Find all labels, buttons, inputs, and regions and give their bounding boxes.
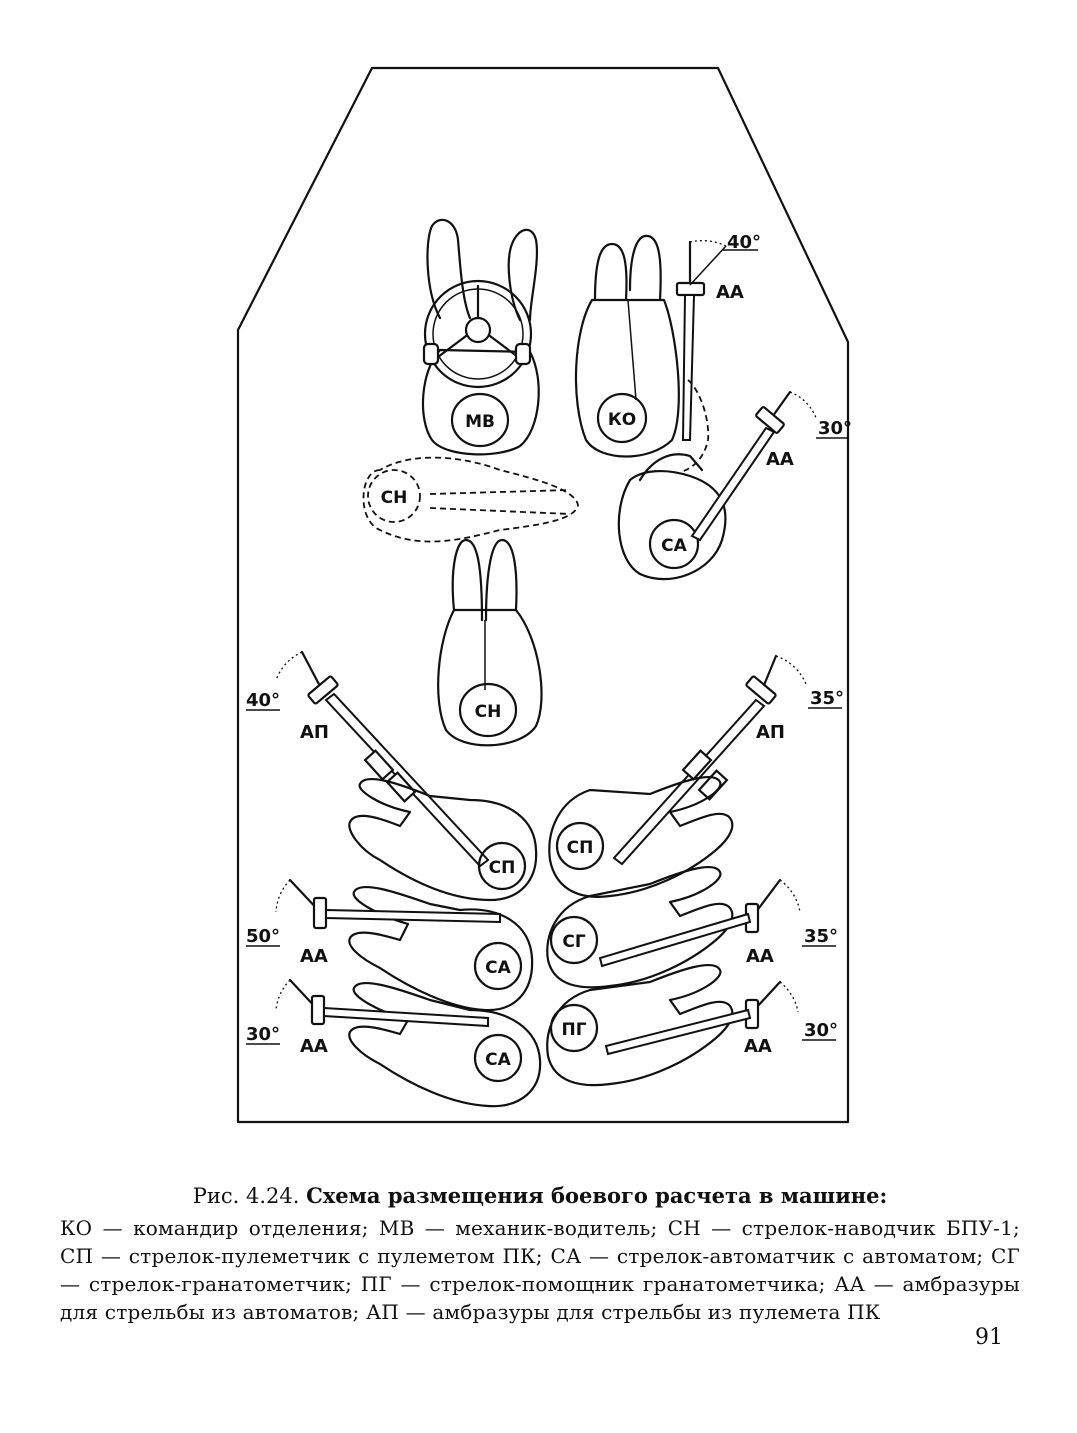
seat-label-sg-right: СГ	[562, 932, 585, 952]
embrasure-label-left-rear: АА	[300, 1036, 328, 1057]
embrasure-right-mid	[598, 878, 836, 968]
embrasure-label-left-mid: АА	[300, 946, 328, 967]
embrasure-label-right-mid: АА	[746, 946, 774, 967]
seat-commander	[574, 234, 680, 458]
angle-left-mid: 50°	[246, 926, 280, 947]
page-number: 91	[975, 1325, 1003, 1350]
figure-caption: Рис. 4.24. Схема размещения боевого расч…	[60, 1183, 1020, 1326]
angle-ap-left: 40°	[246, 690, 280, 711]
embrasure-label-ap-left: АП	[300, 722, 329, 743]
seat-label-sp-left: СП	[489, 858, 516, 878]
seat-label-sa-left-mid: СА	[485, 958, 511, 978]
sa-left-mid-helmet	[473, 941, 523, 991]
seat-rifleman-left-mid	[348, 885, 534, 1012]
seat-mg-right	[548, 775, 734, 898]
seat-label-sn-rear: СН	[475, 702, 502, 722]
angle-right-rear: 30°	[804, 1020, 838, 1041]
seat-label-pg-right: ПГ	[561, 1020, 586, 1040]
seat-mg-left	[348, 777, 538, 902]
seat-grenadier-assistant-right	[546, 963, 734, 1087]
embrasure-left-mid	[246, 878, 501, 947]
caption-title: Рис. 4.24. Схема размещения боевого расч…	[60, 1183, 1020, 1208]
seat-label-ko: КО	[608, 410, 636, 430]
caption-heading: Схема размещения боевого расчета в машин…	[306, 1183, 888, 1208]
embrasure-label-right-rear: АА	[744, 1036, 772, 1057]
seat-label-sn-front: СН	[381, 488, 408, 508]
seat-rifleman-front	[617, 453, 727, 581]
caption-legend: КО — командир отделения; МВ — механик-во…	[60, 1216, 1020, 1324]
seat-rifleman-left-rear	[348, 981, 542, 1108]
seat-label-sp-right: СП	[567, 838, 594, 858]
ko-helmet	[596, 392, 648, 444]
seat-label-mv: МВ	[465, 412, 495, 432]
hull-outline	[236, 66, 850, 1124]
angle-right-mid: 35°	[804, 926, 838, 947]
angle-front-top: 40°	[727, 232, 761, 253]
seat-driver	[421, 218, 540, 456]
seat-gunner-rear	[437, 538, 543, 747]
sa-front-helmet	[648, 518, 700, 570]
dashed-seat-outline	[679, 379, 710, 473]
sp-right-helmet	[555, 821, 605, 871]
sp-left-helmet	[477, 841, 527, 891]
sn-rear-helmet	[458, 682, 518, 738]
embrasure-label-front-top: АА	[716, 282, 744, 303]
angle-left-rear: 30°	[246, 1024, 280, 1045]
seat-label-sa-left-rear: СА	[485, 1050, 511, 1070]
embrasure-left-rear	[246, 978, 489, 1045]
seat-gunner-front-dashed	[362, 456, 579, 543]
embrasure-label-ap-right: АП	[756, 722, 785, 743]
sg-right-helmet	[549, 915, 599, 965]
angle-front-right: 30°	[818, 418, 852, 439]
seat-label-sa-front: СА	[661, 536, 687, 556]
crew-layout-diagram: МВ КО 40° АА СН СА 3	[236, 66, 852, 1124]
angle-ap-right: 35°	[810, 688, 844, 709]
pg-right-helmet	[549, 1003, 599, 1053]
embrasure-front-right	[690, 390, 848, 542]
caption-prefix: Рис. 4.24.	[192, 1184, 300, 1208]
embrasure-label-front-right: АА	[766, 449, 794, 470]
embrasure-ap-left	[246, 650, 490, 868]
embrasure-right-rear	[604, 980, 836, 1056]
embrasure-front-top	[675, 239, 758, 441]
embrasure-ap-right	[612, 654, 842, 866]
sa-left-rear-helmet	[473, 1033, 523, 1083]
